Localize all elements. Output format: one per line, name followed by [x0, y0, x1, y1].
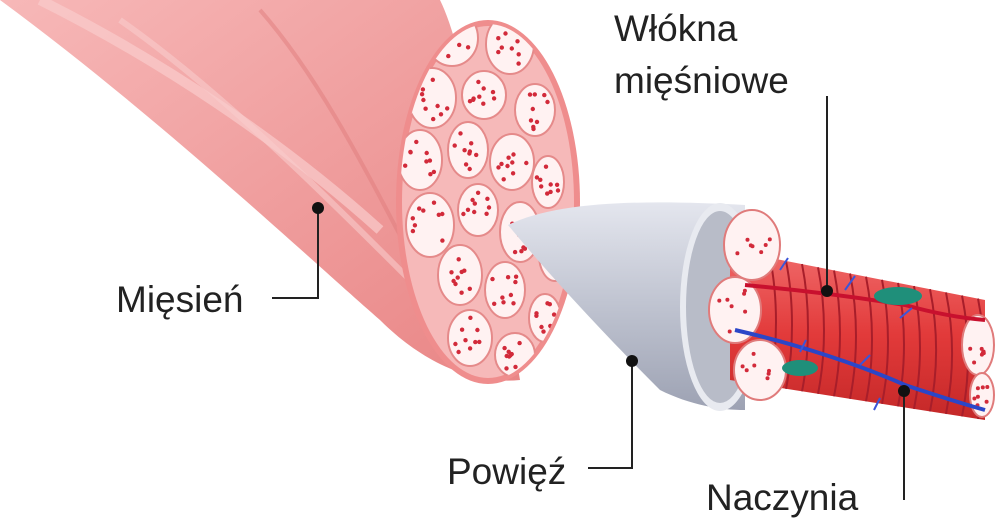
nucleus-marker	[874, 287, 922, 305]
leader-lines	[272, 96, 905, 500]
label-muscle-fibres-line1: Włókna	[614, 8, 738, 49]
label-fascia: Powięź	[447, 451, 567, 492]
label-muscle-fibres-line2: mięśniowe	[614, 60, 789, 101]
label-muscle: Mięsień	[116, 279, 244, 320]
leader-dots	[312, 202, 910, 397]
label-vessels: Naczynia	[706, 477, 859, 518]
muscle-fibres	[708, 209, 995, 420]
vein	[734, 328, 986, 412]
muscle-anatomy-diagram	[0, 0, 995, 500]
